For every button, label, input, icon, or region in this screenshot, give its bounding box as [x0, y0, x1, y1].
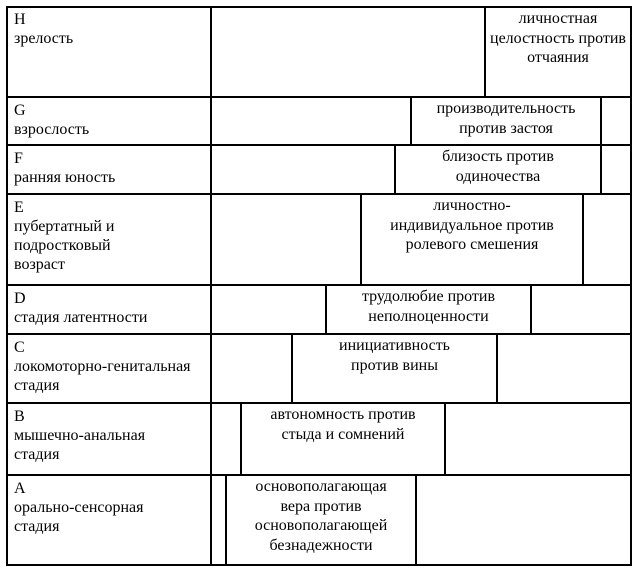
crisis-text: основополагающая вера против основополаг…	[254, 478, 388, 554]
stage-f: F ранняя юность	[8, 147, 211, 189]
crisis-box-e: личностно-индивидуальное против ролевого…	[360, 193, 584, 286]
crisis-text: инициативность против вины	[339, 337, 450, 374]
stage-letter: A	[14, 480, 26, 497]
stage-letter: D	[14, 290, 26, 307]
row-separator	[6, 193, 630, 195]
stage-name: локомоторно-генитальная стадия	[14, 358, 191, 394]
crisis-text: личностная целостность против отчаяния	[490, 10, 626, 66]
crisis-text: трудолюбие против неполноценности	[361, 288, 496, 325]
crisis-text: близость против одиночества	[442, 148, 554, 185]
stage-d: D стадия латентности	[8, 287, 211, 329]
crisis-box-h: личностная целостность против отчаяния	[484, 6, 632, 98]
stage-letter: G	[14, 102, 26, 119]
stage-letter: C	[14, 339, 25, 356]
stage-c: C локомоторно-генитальная стадия	[8, 336, 211, 397]
stage-name: зрелость	[14, 30, 74, 47]
stage-letter: F	[14, 150, 23, 167]
crisis-box-b: автономность против стыда и сомнений	[240, 402, 446, 476]
stage-g: G взрослость	[8, 99, 211, 141]
stage-name: ранняя юность	[14, 169, 116, 186]
crisis-box-a: основополагающая вера против основополаг…	[225, 474, 417, 566]
crisis-box-f: близость против одиночества	[394, 144, 602, 195]
stage-name: орально-сенсорная стадия	[14, 499, 144, 535]
crisis-box-c: инициативность против вины	[291, 333, 498, 404]
stage-a: A орально-сенсорная стадия	[8, 477, 211, 538]
crisis-box-g: производительность против застоя	[410, 96, 602, 146]
crisis-text: производительность против застоя	[436, 100, 576, 137]
row-separator	[6, 144, 630, 146]
stage-letter: H	[14, 11, 26, 28]
row-separator	[6, 284, 630, 286]
stage-name: взрослость	[14, 121, 90, 138]
stage-name: стадия латентности	[14, 309, 148, 326]
stage-name: мышечно-анальная стадия	[14, 427, 146, 463]
crisis-box-d: трудолюбие против неполноценности	[325, 284, 532, 335]
stage-column-divider	[210, 6, 212, 566]
crisis-text: личностно-индивидуальное против ролевого…	[390, 197, 554, 253]
stage-e: E пубертатный и подростковый возраст	[8, 196, 208, 276]
crisis-text: автономность против стыда и сомнений	[270, 406, 416, 443]
row-separator	[6, 96, 630, 98]
stage-letter: E	[14, 199, 24, 216]
stage-h: H зрелость	[8, 8, 211, 50]
stage-letter: B	[14, 408, 25, 425]
stage-name: пубертатный и подростковый возраст	[14, 218, 115, 273]
stage-b: B мышечно-анальная стадия	[8, 405, 211, 466]
